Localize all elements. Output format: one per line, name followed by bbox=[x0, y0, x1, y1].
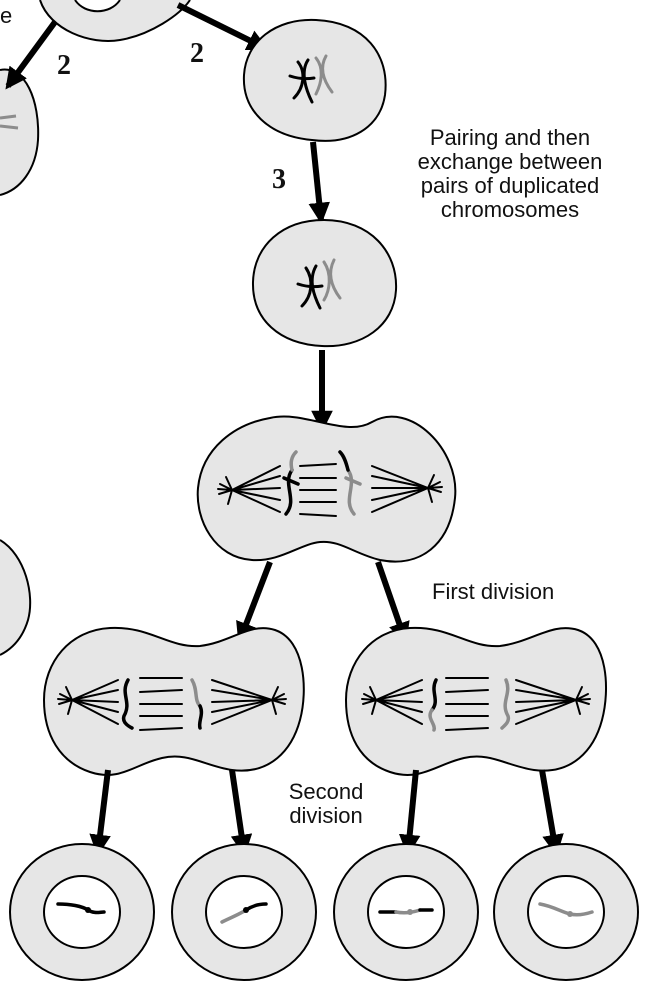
chromosomes-first-division bbox=[282, 450, 362, 516]
top-partial-cell-inner bbox=[74, 0, 121, 13]
first-division-label: First division bbox=[432, 579, 555, 604]
arrow-first-division-right bbox=[375, 561, 410, 645]
gamete-2 bbox=[171, 843, 317, 981]
step-number-pairing: 3 bbox=[272, 164, 286, 195]
arrow-to-gamete-3 bbox=[398, 769, 421, 857]
chromosomes-paired bbox=[296, 258, 342, 310]
second-division-label: Second division bbox=[274, 780, 378, 828]
chromosomes-duplicated bbox=[288, 54, 334, 104]
second-division-line-2: division bbox=[289, 803, 363, 828]
step-number-right: 2 bbox=[190, 38, 204, 69]
cell-second-metaphase-right bbox=[344, 626, 607, 776]
pairing-exchange-label: Pairing and then exchange between pairs … bbox=[378, 126, 642, 222]
step-number-left: 2 bbox=[57, 50, 71, 81]
pairing-label-line-1: Pairing and then bbox=[429, 125, 591, 150]
arrow-to-gamete-4 bbox=[539, 769, 564, 857]
spindle-first-division bbox=[217, 463, 443, 517]
arrow-first-division-left bbox=[236, 560, 273, 645]
chromosomes-second-division-left bbox=[121, 678, 204, 730]
gamete-1 bbox=[9, 843, 155, 981]
left-partial-cell bbox=[0, 68, 40, 196]
cell-second-metaphase-left bbox=[42, 626, 305, 776]
chromosomes-second-division-right bbox=[428, 678, 511, 732]
arrow-to-gamete-1 bbox=[89, 769, 111, 857]
spindle-second-division-right bbox=[361, 677, 591, 731]
pairing-label-line-3: pairs of duplicated bbox=[420, 173, 600, 198]
pairing-label-line-4: chromosomes bbox=[440, 197, 580, 222]
arrow-step3 bbox=[308, 141, 330, 225]
gamete-4 bbox=[493, 843, 639, 981]
arrow-step2-left bbox=[5, 20, 58, 90]
top-partial-cell bbox=[39, 0, 191, 42]
cell-duplicated bbox=[242, 18, 387, 142]
second-division-line-1: Second bbox=[288, 779, 364, 804]
partial-left-label: e bbox=[0, 3, 13, 28]
left-partial-chromosome bbox=[0, 114, 19, 130]
arrow-step2-right bbox=[176, 2, 269, 51]
arrow-to-gamete-2 bbox=[229, 769, 253, 857]
spindle-second-division-left bbox=[57, 677, 287, 731]
lower-left-partial-cell bbox=[0, 539, 32, 656]
cell-paired bbox=[251, 218, 398, 348]
pairing-label-line-2: exchange between bbox=[417, 149, 603, 174]
gamete-3 bbox=[333, 843, 479, 981]
